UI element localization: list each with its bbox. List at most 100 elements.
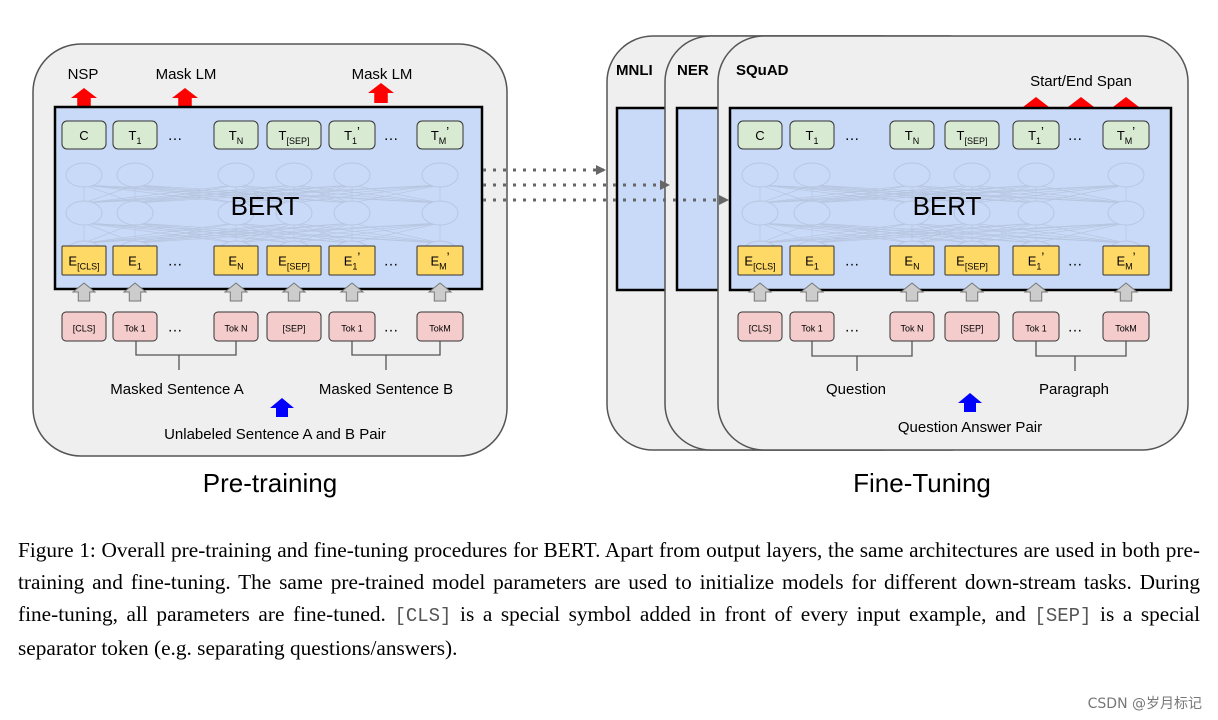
- attention-link: [134, 184, 441, 204]
- input-arrow: [122, 282, 148, 302]
- attention-link: [83, 184, 237, 204]
- transformer-node: [275, 162, 313, 188]
- transformer-node: [421, 162, 459, 188]
- input-token-label: Tok 1: [1025, 324, 1047, 334]
- finetuning-title: Fine-Tuning: [853, 468, 991, 498]
- attention-link: [235, 184, 441, 204]
- output-token-box: [889, 120, 935, 150]
- output-token-label: TM’: [1117, 124, 1135, 146]
- transformer-node: [893, 200, 931, 226]
- transformer-node: [333, 200, 371, 226]
- embedding-box: [213, 245, 259, 276]
- input-token-label: Tok 1: [124, 324, 146, 334]
- input-token-label: [CLS]: [749, 324, 772, 334]
- embedding-box: [416, 245, 464, 276]
- sep-token-code: [SEP]: [1034, 605, 1092, 627]
- attention-link: [83, 222, 353, 244]
- output-token-label: TN: [905, 128, 919, 146]
- embedding-box: [112, 245, 158, 276]
- attention-link: [759, 222, 1037, 244]
- attention-link: [971, 222, 1127, 244]
- attention-link: [759, 184, 1037, 204]
- embedding-label: E1’: [344, 250, 361, 272]
- embedding-box: [266, 245, 322, 276]
- output-token-box: [112, 120, 158, 150]
- input-token-box: [266, 311, 322, 342]
- embedding-label: EN: [228, 254, 243, 272]
- attention-link: [293, 184, 353, 204]
- transformer-node: [217, 162, 255, 188]
- attention-link: [759, 222, 973, 244]
- input-token-ellipsis: …: [1068, 319, 1083, 336]
- input-token-label: Tok N: [900, 324, 923, 334]
- output-token-label: T1’: [1028, 124, 1044, 146]
- attention-link: [759, 184, 913, 204]
- transformer-node: [953, 162, 991, 188]
- attention-link: [1035, 184, 1127, 204]
- embedding-ellipsis: …: [384, 253, 399, 270]
- input-token-box: [112, 311, 158, 342]
- attention-link: [235, 222, 441, 244]
- transformer-node: [116, 200, 154, 226]
- attention-link: [811, 184, 1127, 204]
- nsp-head-arrow: [71, 88, 97, 108]
- output-token-label: C: [755, 128, 764, 143]
- question-label: Question: [826, 381, 886, 398]
- head-label-mask-lm-2: Mask LM: [352, 66, 413, 83]
- attention-link: [811, 184, 1037, 204]
- input-token-label: Tok N: [224, 324, 247, 334]
- attention-link: [759, 222, 1127, 244]
- output-token-ellipsis: …: [845, 127, 860, 144]
- input-token-ellipsis: …: [168, 319, 183, 336]
- task-label-mnli: MNLI: [616, 62, 653, 79]
- output-token-box: [1012, 120, 1060, 150]
- mask-lm-head-arrow: [368, 83, 394, 103]
- output-token-label: T[SEP]: [279, 128, 310, 146]
- blue-input-arrow: [270, 398, 294, 417]
- input-token-label: Tok 1: [801, 324, 823, 334]
- input-arrow: [223, 282, 249, 302]
- transformer-node: [65, 162, 103, 188]
- attention-link: [1035, 222, 1127, 244]
- input-arrow: [799, 282, 825, 302]
- attention-link: [811, 222, 973, 244]
- output-token-box: [944, 120, 1000, 150]
- transformer-node: [1107, 200, 1145, 226]
- embedding-box: [61, 245, 107, 276]
- unlabeled-pair-label: Unlabeled Sentence A and B Pair: [164, 426, 386, 443]
- head-label-mask-lm-1: Mask LM: [156, 66, 217, 83]
- input-arrow: [747, 282, 773, 302]
- masked-sentence-b-label: Masked Sentence B: [319, 381, 453, 398]
- output-token-label: C: [79, 128, 88, 143]
- attention-link: [83, 222, 237, 244]
- embedding-box: [944, 245, 1000, 276]
- input-arrow: [959, 282, 985, 302]
- input-arrow: [281, 282, 307, 302]
- transformer-node: [1017, 162, 1055, 188]
- embedding-label: E1: [805, 254, 819, 272]
- output-token-label: T1: [129, 128, 142, 146]
- attention-link: [759, 222, 813, 244]
- output-token-label: TM’: [431, 124, 449, 146]
- paragraph-label: Paragraph: [1039, 381, 1109, 398]
- transformer-node: [893, 162, 931, 188]
- output-token-box: [266, 120, 322, 150]
- transformer-node: [333, 162, 371, 188]
- embedding-label: E[SEP]: [278, 254, 310, 272]
- attention-link: [759, 184, 1127, 204]
- output-token-label: T1: [806, 128, 819, 146]
- input-arrow: [71, 282, 97, 302]
- output-token-label: T1’: [344, 124, 360, 146]
- embedding-box: [789, 245, 835, 276]
- attention-link: [83, 222, 136, 244]
- attention-link: [811, 222, 1037, 244]
- embedding-box: [328, 245, 376, 276]
- attention-link: [971, 184, 1037, 204]
- finetune-bert-label: BERT: [913, 191, 982, 221]
- attention-link: [351, 184, 441, 204]
- input-token-ellipsis: …: [845, 319, 860, 336]
- attention-link: [83, 184, 441, 204]
- embedding-box: [1012, 245, 1060, 276]
- input-token-box: [944, 311, 1000, 342]
